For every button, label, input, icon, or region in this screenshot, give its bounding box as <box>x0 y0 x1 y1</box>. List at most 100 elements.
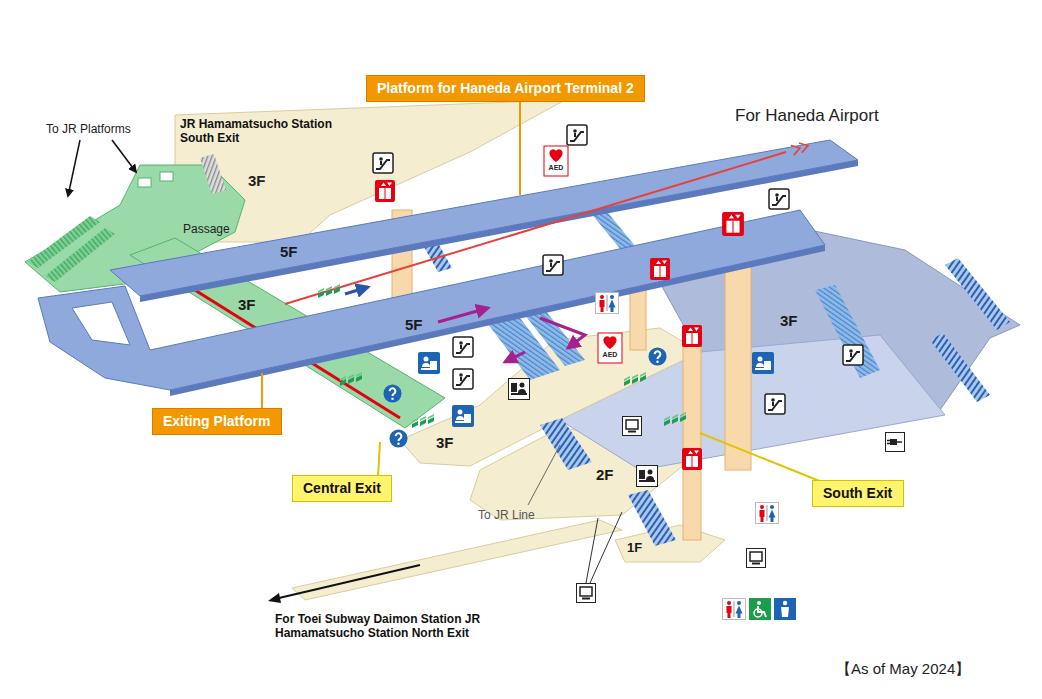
toei-arrow-head <box>268 593 281 603</box>
platform-callout: Exiting Platform <box>152 408 282 435</box>
route-lines <box>68 140 808 362</box>
callout-pointer <box>378 442 380 477</box>
route-chevron <box>791 146 800 156</box>
platform-edge <box>140 160 858 302</box>
direction-label: To JR Line <box>478 508 535 522</box>
elevator-shaft <box>630 290 646 350</box>
floor-plates <box>25 100 1020 603</box>
callout-text: Central Exit <box>303 480 381 497</box>
ticket-gate <box>318 284 340 298</box>
ticket-office-icon <box>509 379 530 400</box>
aed-label: AED <box>598 351 622 359</box>
flow-arrow <box>540 318 585 348</box>
ticket-gate <box>412 414 434 428</box>
toei-passage <box>292 520 622 600</box>
callout-text: Platform for Haneda Airport Terminal 2 <box>377 80 634 97</box>
elevator-icon <box>682 325 702 347</box>
floor-label: 3F <box>238 296 256 314</box>
exit-callout: Central Exit <box>292 475 392 502</box>
stairs <box>540 418 592 470</box>
staff-icon <box>452 405 474 427</box>
ticket-machine-icon <box>747 549 766 568</box>
aed-heart <box>603 336 616 349</box>
ticket-gate <box>624 372 646 386</box>
floor-label: 3F <box>248 172 266 190</box>
floor-label: 1F <box>627 540 642 556</box>
toilet-icon <box>756 503 779 524</box>
escalator-icon <box>769 189 789 209</box>
information-icon <box>389 429 407 447</box>
ticket-machine-icon <box>577 584 596 603</box>
ticket-office-icon <box>637 466 658 487</box>
route-chevron <box>799 143 808 153</box>
escalator-icon <box>567 125 587 145</box>
escalator-icon <box>453 369 473 389</box>
flow-arrow <box>438 308 488 322</box>
ticket-machine-icon <box>623 417 642 436</box>
staff-icon <box>752 352 774 374</box>
floor-label: 5F <box>280 243 298 261</box>
leader-line <box>528 445 560 505</box>
direction-arrow <box>112 140 136 172</box>
charging-icon <box>886 433 905 452</box>
floor-label: 5F <box>405 316 423 334</box>
date-note: 【As of May 2024】 <box>836 660 970 678</box>
aed-heart <box>549 149 562 162</box>
accessible-toilet-icon <box>749 598 771 620</box>
elevator-icon <box>722 212 744 236</box>
aed-icon <box>544 146 568 176</box>
floor-label: 3F <box>780 312 798 330</box>
floor-label: 2F <box>596 466 614 484</box>
direction-arrow <box>68 140 80 196</box>
floor-3f-central <box>400 328 700 466</box>
callout-pointers <box>262 96 822 583</box>
baby-room-icon <box>774 598 796 620</box>
information-icon <box>383 384 401 402</box>
aed-icon <box>598 333 622 363</box>
aed-label: AED <box>544 164 568 172</box>
escalator-icon <box>543 255 563 275</box>
callout-pointer <box>261 373 263 410</box>
direction-label: For Haneda Airport <box>735 106 879 126</box>
platform-loop-hole <box>72 302 130 345</box>
leader-line <box>590 512 622 583</box>
escalator-icon <box>765 394 785 414</box>
jr-escalator <box>45 228 115 282</box>
stairs <box>628 490 676 546</box>
platforms-5f <box>38 140 858 396</box>
stairs <box>945 258 1010 330</box>
elevator-icon <box>682 448 702 470</box>
grey-stairs <box>200 154 226 194</box>
platform-opening <box>160 172 173 181</box>
exit-callout: South Exit <box>812 480 904 507</box>
icons <box>318 125 905 620</box>
escalator <box>815 285 880 378</box>
flow-arrow <box>505 352 525 362</box>
information-icon <box>648 347 666 365</box>
escalator-icon <box>373 153 393 173</box>
airport-route-line <box>285 152 786 304</box>
ticket-gate <box>664 412 686 426</box>
platform-opening <box>138 178 151 187</box>
callout-pointer <box>700 433 822 482</box>
direction-label: For Toei Subway Daimon Station JR Hamama… <box>275 612 495 641</box>
direction-label: To JR Platforms <box>46 122 131 136</box>
ticket-gate <box>340 372 362 386</box>
leader-line <box>586 518 598 583</box>
exit-label: JR Hamamatsucho Station South Exit <box>180 117 345 146</box>
flow-arrow <box>345 287 368 294</box>
escalator-icon <box>843 345 863 365</box>
callout-text: South Exit <box>823 485 893 502</box>
toilet-icon <box>723 599 746 620</box>
elevator-icon <box>375 180 395 202</box>
callout-text: Exiting Platform <box>163 413 271 430</box>
toei-arrow <box>279 565 420 598</box>
stairs <box>930 333 990 402</box>
elevator-icon <box>650 258 670 280</box>
passage-label: Passage <box>183 222 230 236</box>
elevator-shaft <box>683 345 701 540</box>
staff-icon <box>418 352 440 374</box>
